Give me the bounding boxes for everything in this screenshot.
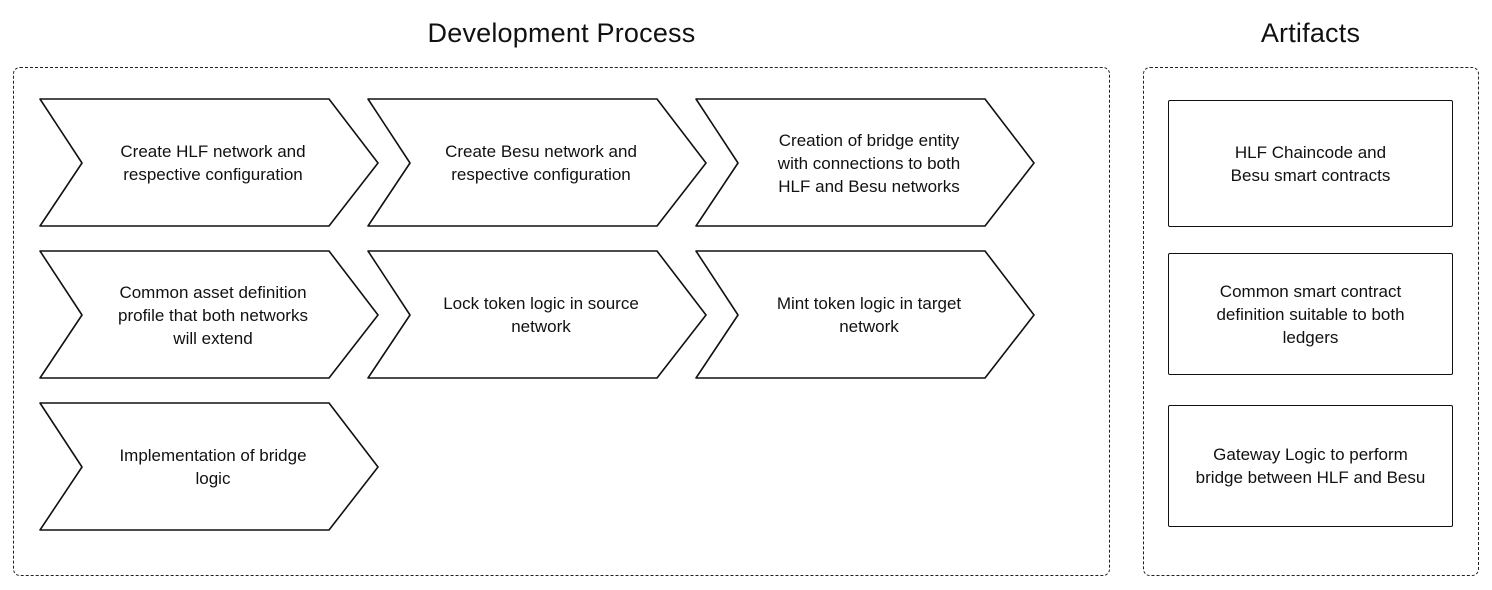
step-label: Creation of bridge entity with connectio… — [777, 130, 961, 196]
step-chevron-creation-of-bridge-entity: Creation of bridge entity with connectio… — [694, 98, 1038, 228]
chevron-shape — [39, 250, 379, 379]
step-label: Common asset definition profile that bot… — [118, 282, 308, 348]
step-chevron-implementation-of-bridge-logic: Implementation of bridge logic — [38, 402, 382, 532]
development-process-frame — [13, 67, 1110, 576]
chevron-shape — [695, 98, 1035, 227]
step-chevron-create-besu-network: Create Besu network and respective confi… — [366, 98, 710, 228]
chevron-shape — [39, 98, 379, 227]
artifact-box-common-smart-contract: Common smart contract definition suitabl… — [1168, 253, 1453, 375]
chevron-shape — [367, 98, 707, 227]
chevron-shape — [367, 250, 707, 379]
step-label: Mint token logic in target network — [776, 294, 962, 336]
section-title-artifacts: Artifacts — [1260, 18, 1361, 48]
chevron-shape — [695, 250, 1035, 379]
step-chevron-create-hlf-network: Create HLF network and respective config… — [38, 98, 382, 228]
step-label: Lock token logic in source network — [443, 294, 639, 336]
step-label: Create Besu network and respective confi… — [445, 142, 637, 184]
step-label: Create HLF network and respective config… — [120, 142, 306, 184]
chevron-shape — [39, 402, 379, 531]
step-chevron-lock-token-logic: Lock token logic in source network — [366, 250, 710, 380]
artifact-box-gateway-logic: Gateway Logic to perform bridge between … — [1168, 405, 1453, 527]
artifact-box-hlf-chaincode: HLF Chaincode and Besu smart contracts — [1168, 100, 1453, 227]
step-label: Implementation of bridge logic — [119, 446, 307, 488]
step-chevron-common-asset-definition: Common asset definition profile that bot… — [38, 250, 382, 380]
artifacts-frame — [1143, 67, 1479, 576]
step-chevron-mint-token-logic: Mint token logic in target network — [694, 250, 1038, 380]
section-title-development-process: Development Process — [427, 18, 696, 48]
